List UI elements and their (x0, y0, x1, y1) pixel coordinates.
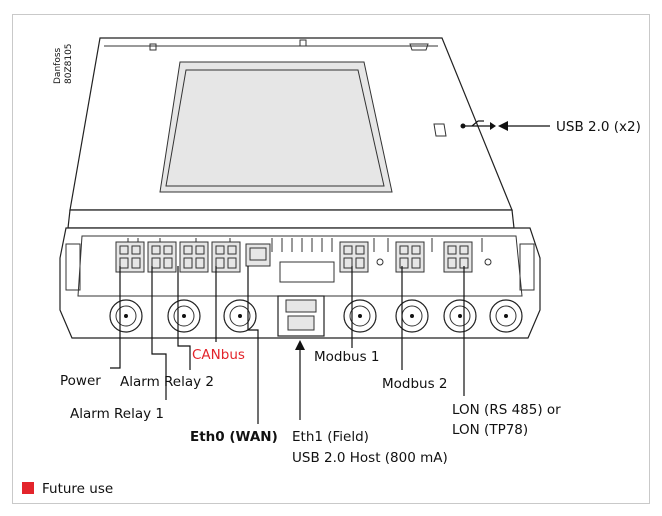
label-lon-2: LON (TP78) (452, 422, 528, 438)
brand-text-1: Danfoss (53, 47, 63, 84)
center-bracket (279, 261, 335, 283)
usb-side-tab (433, 123, 447, 137)
label-modbus-2: Modbus 2 (382, 376, 448, 392)
label-usb: USB 2.0 (x2) (556, 119, 641, 135)
label-lon-1: LON (RS 485) or (452, 402, 561, 418)
right-clip (519, 243, 535, 291)
lid-mark-left (149, 43, 157, 51)
leader-lines (110, 121, 550, 424)
brand-text-2: 80Z8105 (64, 43, 74, 84)
label-modbus-1: Modbus 1 (314, 349, 380, 365)
controller-device (59, 37, 541, 339)
figure-frame (12, 14, 650, 504)
usb-icon (460, 120, 496, 130)
label-eth1: Eth1 (Field) (292, 429, 369, 445)
legend-swatch (22, 482, 34, 494)
cable-glands (109, 299, 523, 333)
terminal-block-alarm1 (147, 241, 177, 273)
lid-mark-center (299, 39, 307, 47)
terminal-bay (77, 235, 523, 297)
label-alarm-relay-2: Alarm Relay 2 (120, 374, 214, 390)
terminal-block-modbus2 (395, 241, 425, 273)
ethernet-port-eth0 (245, 243, 271, 267)
display-window (159, 61, 393, 193)
legend-text: Future use (42, 481, 113, 497)
display-inner (165, 69, 385, 187)
left-clip (65, 243, 81, 291)
screw-1 (376, 258, 384, 266)
label-power: Power (60, 373, 101, 389)
label-canbus: CANbus (192, 347, 245, 363)
danfoss-logo-mark (409, 43, 429, 51)
label-alarm-relay-1: Alarm Relay 1 (70, 406, 164, 422)
label-eth0: Eth0 (WAN) (190, 429, 278, 445)
lid-front-band (67, 209, 515, 229)
terminal-block-modbus1 (339, 241, 369, 273)
screw-2 (484, 258, 492, 266)
ethernet-port-eth1 (277, 295, 325, 337)
terminal-block-power (115, 241, 145, 273)
terminal-block-alarm2 (179, 241, 209, 273)
label-usb-host: USB 2.0 Host (800 mA) (292, 450, 448, 466)
terminal-block-canbus (211, 241, 241, 273)
terminal-block-lon (443, 241, 473, 273)
